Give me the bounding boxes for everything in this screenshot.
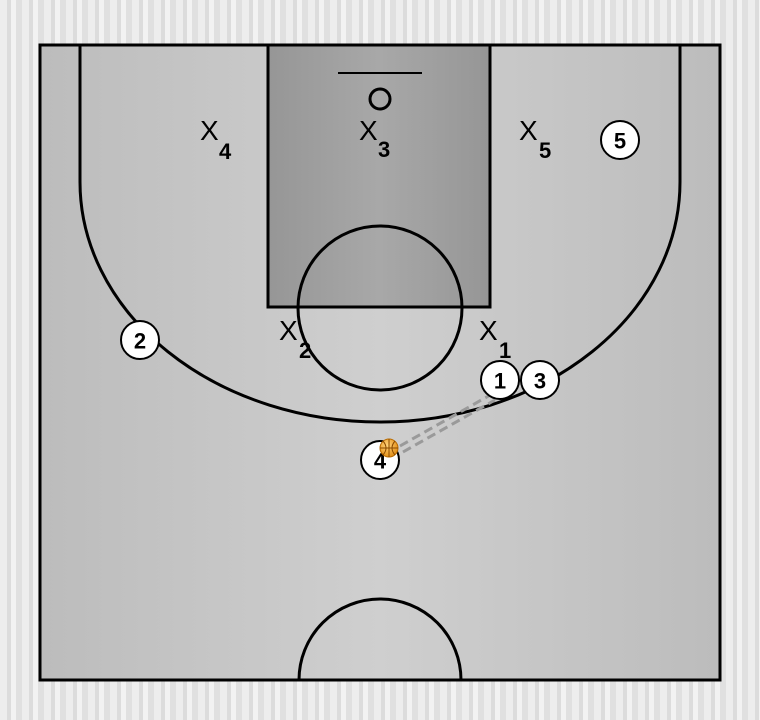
svg-text:X: X xyxy=(479,315,498,346)
offense-player-3: 3 xyxy=(520,360,560,400)
basket-rim-icon xyxy=(368,87,392,111)
svg-text:X: X xyxy=(200,115,219,146)
center-circle xyxy=(297,597,463,681)
svg-text:X: X xyxy=(359,115,378,146)
pass-line-icon xyxy=(399,392,496,454)
svg-text:5: 5 xyxy=(614,129,626,154)
svg-text:1: 1 xyxy=(499,338,511,363)
svg-text:5: 5 xyxy=(539,138,551,163)
basketball-icon xyxy=(379,438,399,458)
offense-player-2: 2 xyxy=(120,320,160,360)
three-point-line xyxy=(78,45,682,424)
defender-x4: X 4 xyxy=(200,115,232,164)
offense-player-1: 1 xyxy=(480,360,520,400)
defender-x5: X 5 xyxy=(519,115,551,163)
offense-player-5: 5 xyxy=(600,120,640,160)
paint-outline xyxy=(266,43,492,309)
svg-text:3: 3 xyxy=(534,369,546,394)
free-throw-circle xyxy=(296,224,464,392)
defender-x2: X 2 xyxy=(279,315,311,363)
defender-x1: X 1 xyxy=(479,315,511,363)
svg-text:2: 2 xyxy=(134,329,146,354)
svg-text:3: 3 xyxy=(378,137,390,162)
svg-text:1: 1 xyxy=(494,369,506,394)
svg-text:2: 2 xyxy=(299,338,311,363)
svg-text:4: 4 xyxy=(219,139,232,164)
svg-text:X: X xyxy=(279,315,298,346)
svg-text:X: X xyxy=(519,115,538,146)
defender-x3: X 3 xyxy=(359,115,390,162)
paint-area xyxy=(268,45,490,307)
